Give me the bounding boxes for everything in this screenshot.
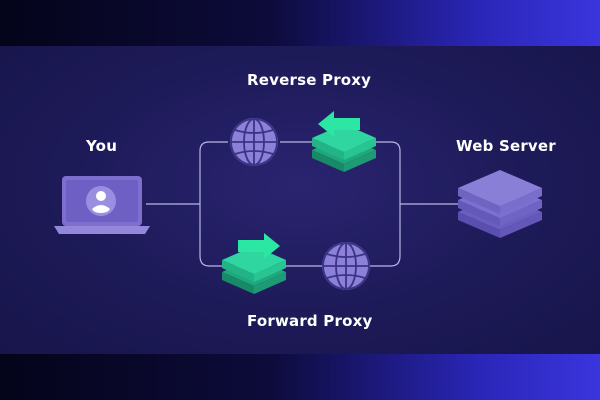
link-lower-left [199,204,222,267]
link-lower-right [370,204,401,267]
server-stack-icon [458,170,542,238]
link-upper-right [376,141,401,204]
web-server-label: Web Server [456,137,556,155]
globe-icon [322,242,370,290]
proxy-server-arrow-left-icon [312,111,376,172]
reverse-proxy-label: Reverse Proxy [247,71,372,89]
proxy-server-arrow-right-icon [222,233,286,294]
forward-proxy-label: Forward Proxy [247,312,373,330]
laptop-user-icon [54,176,150,234]
link-upper-left [199,141,228,204]
globe-icon [230,118,278,166]
you-label: You [86,137,118,155]
connection-lines [146,141,458,267]
